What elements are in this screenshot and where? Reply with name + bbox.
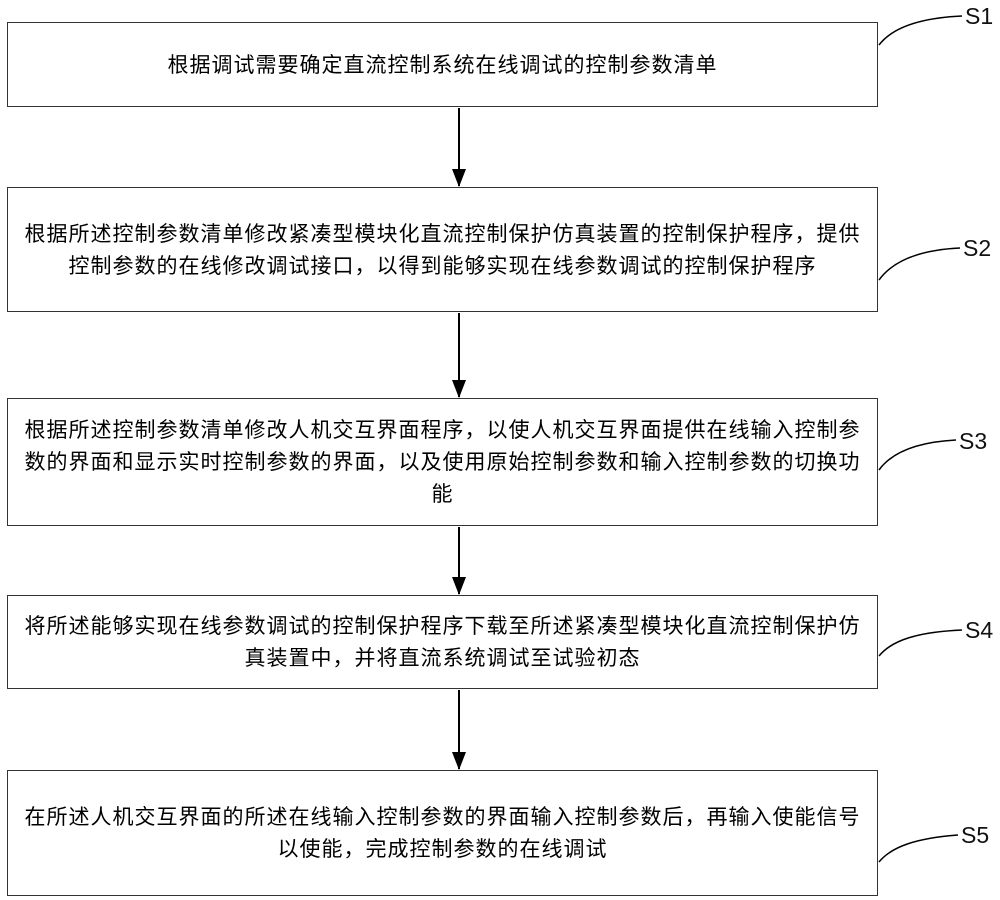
step-s4-label: S4 bbox=[965, 617, 994, 643]
step-s4-text: 将所述能够实现在线参数调试的控制保护程序下载至所述紧凑型模块化直流控制保护仿真装… bbox=[24, 614, 861, 670]
step-s2-label: S2 bbox=[963, 235, 992, 261]
step-s3-label: S3 bbox=[959, 428, 988, 454]
step-s5-label: S5 bbox=[961, 822, 990, 848]
step-s3-box: 根据所述控制参数清单修改人机交互界面程序，以使人机交互界面提供在线输入控制参数的… bbox=[7, 398, 878, 526]
step-s2-box: 根据所述控制参数清单修改紧凑型模块化直流控制保护仿真装置的控制保护程序，提供控制… bbox=[7, 187, 878, 312]
step-s1-box: 根据调试需要确定直流控制系统在线调试的控制参数清单 bbox=[7, 22, 878, 107]
step-s3-text: 根据所述控制参数清单修改人机交互界面程序，以使人机交互界面提供在线输入控制参数的… bbox=[24, 418, 861, 506]
label-leader bbox=[878, 629, 963, 657]
label-leader bbox=[878, 247, 961, 281]
step-s4-box: 将所述能够实现在线参数调试的控制保护程序下载至所述紧凑型模块化直流控制保护仿真装… bbox=[7, 595, 878, 689]
label-leader bbox=[878, 439, 957, 471]
step-s5-text: 在所述人机交互界面的所述在线输入控制参数的界面输入控制参数后，再输入使能信号以使… bbox=[24, 805, 861, 861]
step-s5-box: 在所述人机交互界面的所述在线输入控制参数的界面输入控制参数后，再输入使能信号以使… bbox=[7, 770, 878, 896]
label-leader bbox=[878, 15, 963, 46]
step-s1-label: S1 bbox=[965, 3, 994, 29]
step-s1-text: 根据调试需要确定直流控制系统在线调试的控制参数清单 bbox=[167, 52, 718, 77]
label-leader bbox=[878, 834, 959, 863]
step-s2-text: 根据所述控制参数清单修改紧凑型模块化直流控制保护仿真装置的控制保护程序，提供控制… bbox=[24, 221, 861, 278]
